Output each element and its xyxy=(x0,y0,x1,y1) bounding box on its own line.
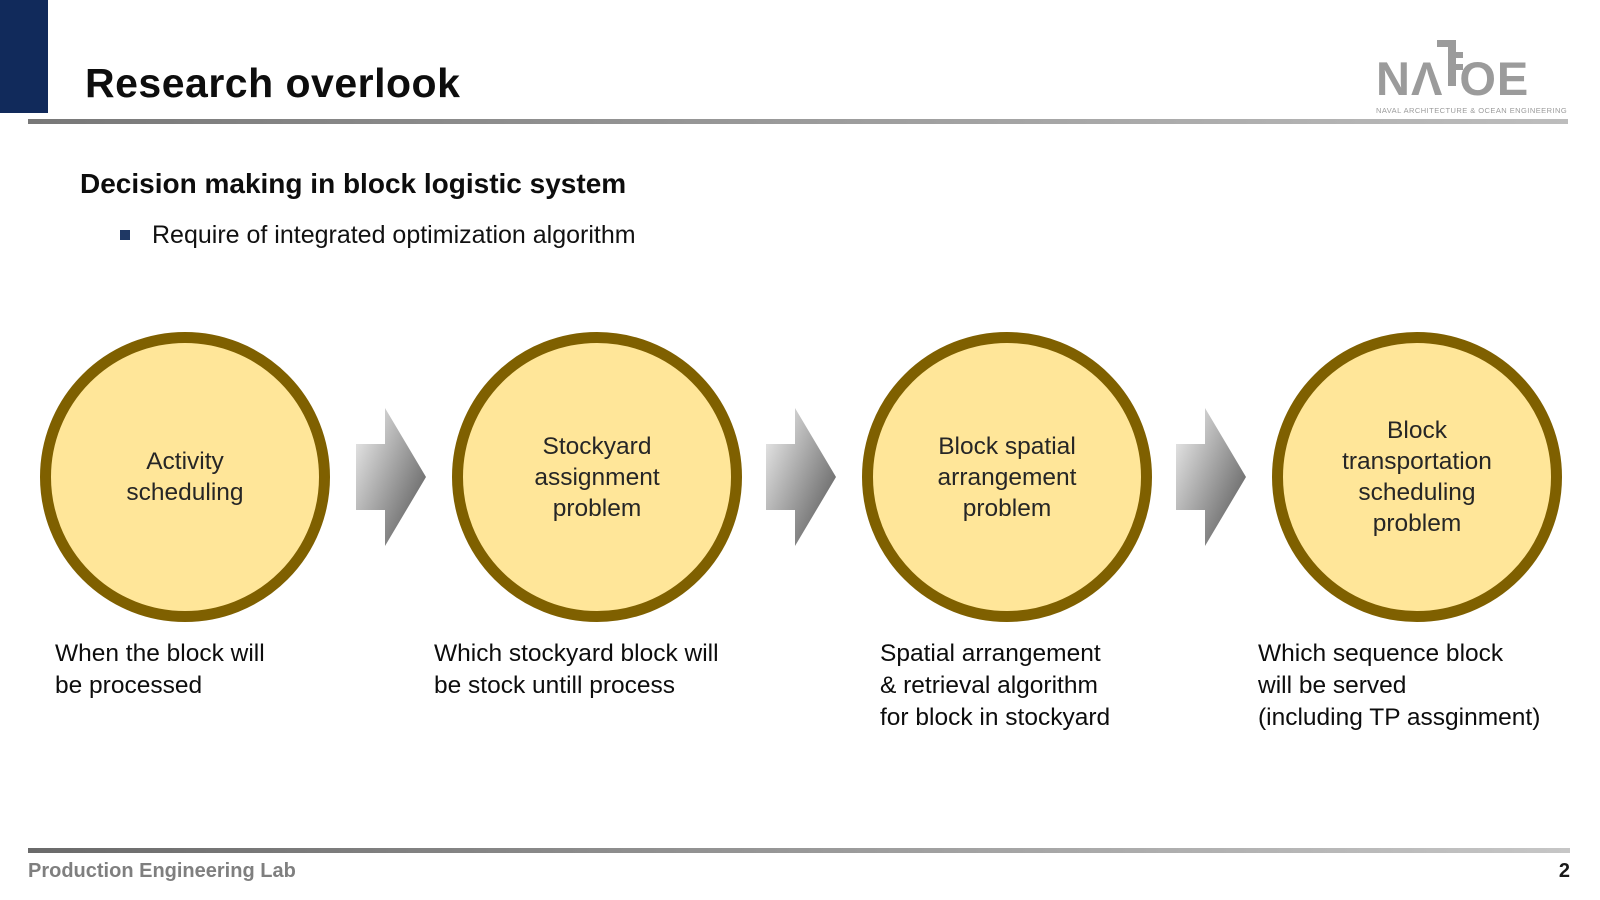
logo-letter-a: Λ xyxy=(1410,52,1444,105)
logo-letter-n: N xyxy=(1376,52,1411,105)
process-circle-block-spatial-arrangement: Block spatial arrangement problem xyxy=(862,332,1152,622)
section-heading: Decision making in block logistic system xyxy=(80,168,627,199)
naoe-logo: N Λ OE NAVAL ARCHITECTURE & OCEAN ENGINE… xyxy=(1376,40,1567,115)
corner-accent-block xyxy=(0,0,48,113)
bullet-item: Require of integrated optimization algor… xyxy=(120,221,636,250)
bullet-square-icon xyxy=(120,230,130,240)
logo-subtitle: NAVAL ARCHITECTURE & OCEAN ENGINEERING xyxy=(1376,106,1568,115)
flow-arrow-icon xyxy=(356,408,426,546)
page-number: 2 xyxy=(1558,860,1570,882)
process-circle-block-transportation: Block transportation scheduling problem xyxy=(1272,332,1562,622)
logo-letters-oe: OE xyxy=(1459,52,1530,105)
flow-arrow-icon xyxy=(1176,408,1246,546)
step-description: Spatial arrangement & retrieval algorith… xyxy=(880,640,1111,731)
header-divider xyxy=(28,119,1568,124)
ship-mast-icon xyxy=(1437,40,1464,86)
step-description: Which stockyard block will be stock unti… xyxy=(434,640,719,699)
process-circle-activity-scheduling: Activity scheduling xyxy=(40,332,330,622)
footer-lab-name: Production Engineering Lab xyxy=(28,860,296,882)
process-circle-stockyard-assignment: Stockyard assignment problem xyxy=(452,332,742,622)
step-description: Which sequence block will be served (inc… xyxy=(1258,640,1541,731)
footer-divider xyxy=(28,848,1570,853)
naoe-logo-letters: N Λ OE xyxy=(1376,40,1567,102)
step-description: When the block will be processed xyxy=(55,640,265,699)
page-title: Research overlook xyxy=(85,60,461,106)
bullet-text: Require of integrated optimization algor… xyxy=(152,221,636,249)
flow-arrow-icon xyxy=(766,408,836,546)
